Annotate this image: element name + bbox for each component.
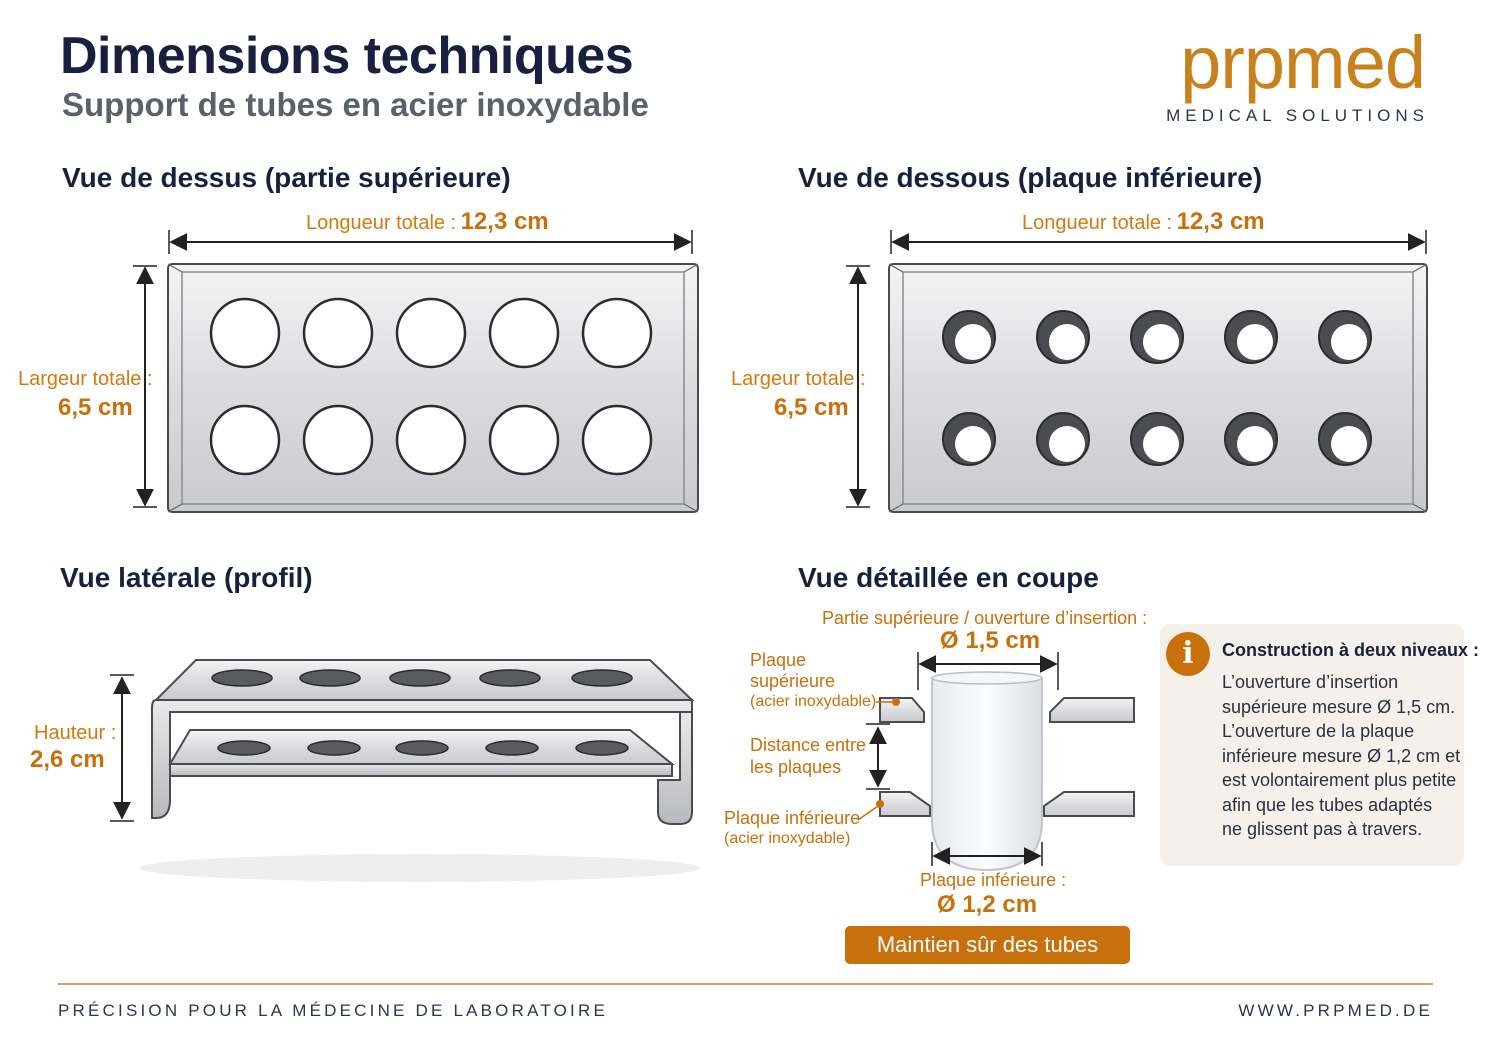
top-opening-label: Partie supérieure / ouverture d’insertio… [822, 608, 1148, 628]
info-line: supérieure mesure Ø 1,5 cm. [1222, 696, 1456, 717]
bottom-view-length-label: Longueur totale : [1022, 212, 1173, 234]
footer-tagline: PRÉCISION POUR LA MÉDECINE DE LABORATOIR… [58, 1001, 608, 1020]
info-line: L’ouverture d’insertion [1222, 672, 1399, 692]
top-opening-value: Ø 1,5 cm [940, 627, 1041, 654]
footer-website-link[interactable]: WWW.PRPMED.DE [1238, 1001, 1433, 1020]
bottom-view-length-value: 12,3 cm [1176, 208, 1265, 235]
lower-plate-note: (acier inoxydable) [724, 830, 851, 847]
bottom-opening-value: Ø 1,2 cm [937, 891, 1038, 918]
top-view-length-label: Longueur totale : [306, 212, 457, 234]
side-view-title: Vue latérale (profil) [60, 562, 313, 593]
side-view-height-value: 2,6 cm [30, 746, 105, 773]
upper-plate-label-1: Plaque [750, 650, 807, 670]
distance-label-2: les plaques [750, 757, 842, 777]
page-subtitle: Support de tubes en acier inoxydable [62, 86, 649, 123]
distance-label-1: Distance entre [750, 735, 867, 755]
side-view-height-label: Hauteur : [34, 722, 117, 744]
bottom-view-drawing [846, 230, 1428, 513]
info-box-text: L’ouverture d’insertion supérieure mesur… [1222, 670, 1462, 842]
section-view-title: Vue détaillée en coupe [798, 562, 1099, 593]
bottom-view-width-value: 6,5 cm [774, 394, 849, 421]
info-line: L’ouverture de la plaque [1222, 721, 1415, 741]
top-view-width-value: 6,5 cm [58, 394, 133, 421]
footer-divider [58, 983, 1433, 985]
secure-hold-badge: Maintien sûr des tubes [845, 926, 1130, 964]
bottom-view-title: Vue de dessous (plaque inférieure) [798, 162, 1263, 193]
brand-logo: prpmed [1180, 21, 1426, 104]
top-view-length: Longueur totale : 12,3 cm [306, 208, 549, 236]
bottom-opening-label: Plaque inférieure : [920, 870, 1067, 890]
info-box-title: Construction à deux niveaux : [1222, 640, 1480, 660]
info-line: afin que les tubes adaptés [1222, 794, 1433, 815]
info-line: ne glissent pas à travers. [1222, 819, 1423, 839]
lower-plate-label: Plaque inférieure [724, 808, 861, 828]
top-view-title: Vue de dessus (partie supérieure) [62, 162, 511, 193]
info-line: est volontairement plus petite [1222, 770, 1457, 790]
info-line: inférieure mesure Ø 1,2 cm et [1222, 745, 1461, 766]
top-view-length-value: 12,3 cm [460, 208, 549, 235]
page-title: Dimensions techniques [60, 27, 634, 85]
brand-tagline: MEDICAL SOLUTIONS [1166, 106, 1429, 125]
top-view-width-label: Largeur totale : [18, 368, 153, 390]
top-view-drawing [133, 230, 699, 513]
upper-plate-note: (acier inoxydable) [750, 693, 877, 710]
info-icon: i [1166, 632, 1210, 676]
info-box [1160, 624, 1464, 866]
bottom-view-width-label: Largeur totale : [731, 368, 866, 390]
bottom-view-length: Longueur totale : 12,3 cm [1022, 208, 1265, 236]
side-view-drawing [110, 659, 700, 882]
upper-plate-label-2: supérieure [750, 671, 836, 691]
section-view-drawing [857, 652, 1135, 872]
